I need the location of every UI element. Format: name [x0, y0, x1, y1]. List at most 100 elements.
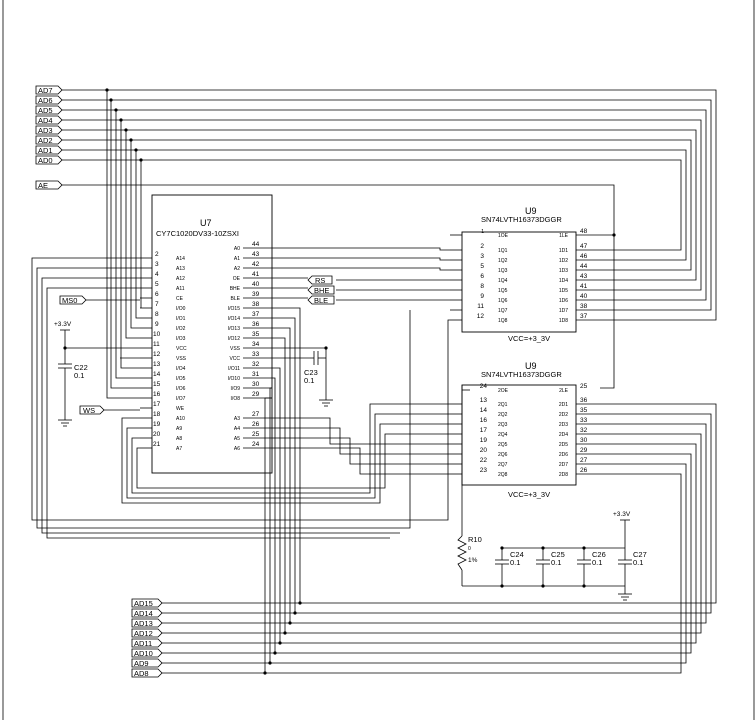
svg-text:A0: A0 — [234, 246, 240, 252]
u9a-pin-stubs — [450, 234, 600, 321]
svg-text:1D2: 1D2 — [559, 258, 568, 264]
port-ad12: AD12 — [131, 628, 163, 638]
svg-text:I/O6: I/O6 — [176, 386, 186, 392]
svg-text:19: 19 — [153, 421, 161, 428]
svg-text:2D6: 2D6 — [559, 452, 568, 458]
svg-text:1Q2: 1Q2 — [498, 258, 508, 264]
svg-text:48: 48 — [580, 228, 588, 235]
svg-text:5: 5 — [155, 281, 159, 288]
svg-text:11: 11 — [477, 303, 484, 310]
u7-part: CY7C1020DV33-10ZSXI — [156, 229, 239, 238]
svg-text:43: 43 — [580, 273, 588, 280]
svg-text:6: 6 — [480, 273, 484, 280]
svg-text:C22: C22 — [74, 363, 88, 372]
svg-text:14: 14 — [153, 371, 161, 378]
svg-text:30: 30 — [580, 437, 588, 444]
svg-text:I/O15: I/O15 — [228, 306, 240, 312]
svg-text:2Q7: 2Q7 — [498, 462, 508, 468]
capacitor-c23: C23 0.1 — [304, 351, 326, 385]
svg-text:2Q6: 2Q6 — [498, 452, 508, 458]
port-ad9: AD9 — [131, 658, 163, 668]
svg-text:1%: 1% — [468, 557, 478, 564]
svg-text:AD15: AD15 — [134, 599, 153, 608]
svg-text:2D4: 2D4 — [559, 432, 568, 438]
svg-text:38: 38 — [580, 303, 588, 310]
svg-text:AD10: AD10 — [134, 649, 153, 658]
svg-text:40: 40 — [580, 293, 588, 300]
svg-text:+3.3V: +3.3V — [613, 511, 631, 518]
svg-text:SN74LVTH16373DGGR: SN74LVTH16373DGGR — [481, 370, 562, 379]
ground-right — [618, 593, 632, 601]
svg-text:1D1: 1D1 — [559, 248, 568, 254]
svg-text:2LE: 2LE — [559, 388, 569, 394]
svg-text:0: 0 — [468, 546, 471, 552]
port-ad7: AD7 — [35, 85, 63, 95]
svg-text:C26: C26 — [592, 550, 606, 559]
svg-text:27: 27 — [252, 411, 260, 418]
svg-text:AD5: AD5 — [38, 106, 53, 115]
svg-text:1D4: 1D4 — [559, 278, 568, 284]
svg-text:18: 18 — [153, 411, 161, 418]
svg-text:I/O12: I/O12 — [228, 336, 240, 342]
svg-text:C27: C27 — [633, 550, 647, 559]
svg-text:AD14: AD14 — [134, 609, 153, 618]
svg-text:40: 40 — [252, 281, 260, 288]
svg-text:VCC=+3_3V: VCC=+3_3V — [508, 334, 550, 343]
svg-text:1D7: 1D7 — [559, 308, 568, 314]
svg-text:A13: A13 — [176, 266, 185, 272]
svg-text:I/O10: I/O10 — [228, 376, 240, 382]
svg-text:VCC=+3_3V: VCC=+3_3V — [508, 490, 550, 499]
svg-text:20: 20 — [480, 447, 488, 454]
u9b-pin-stubs — [450, 403, 600, 475]
svg-text:39: 39 — [252, 291, 260, 298]
svg-text:I/O7: I/O7 — [176, 396, 186, 402]
junction-dots — [63, 88, 616, 675]
svg-text:VSS: VSS — [230, 346, 241, 352]
svg-text:2D5: 2D5 — [559, 442, 568, 448]
svg-text:1LE: 1LE — [559, 233, 569, 239]
svg-text:14: 14 — [480, 407, 488, 414]
svg-text:6: 6 — [155, 291, 159, 298]
power-right: +3.3V — [613, 511, 631, 521]
svg-text:1Q5: 1Q5 — [498, 288, 508, 294]
svg-text:A1: A1 — [234, 256, 240, 262]
svg-text:1Q1: 1Q1 — [498, 248, 508, 254]
svg-text:0.1: 0.1 — [592, 558, 602, 567]
svg-text:A7: A7 — [176, 446, 182, 452]
svg-text:21: 21 — [153, 441, 161, 448]
svg-text:41: 41 — [252, 271, 260, 278]
svg-text:2D8: 2D8 — [559, 472, 568, 478]
svg-text:1OE: 1OE — [498, 233, 509, 239]
port-ad15: AD15 — [131, 598, 163, 608]
svg-text:C25: C25 — [551, 550, 565, 559]
svg-text:1Q7: 1Q7 — [498, 308, 508, 314]
svg-text:0.1: 0.1 — [510, 558, 520, 567]
svg-text:MS0: MS0 — [62, 296, 77, 305]
svg-text:2Q8: 2Q8 — [498, 472, 508, 478]
svg-text:AD3: AD3 — [38, 126, 53, 135]
svg-text:2Q2: 2Q2 — [498, 412, 508, 418]
svg-text:AD7: AD7 — [38, 86, 53, 95]
left-port-flags: AD7 AD6 AD5 AD4 AD3 AD2 AD1 AD0 AE MS0 W… — [35, 85, 105, 415]
svg-text:2: 2 — [480, 243, 484, 250]
ground-c23 — [319, 399, 333, 407]
svg-text:I/O0: I/O0 — [176, 306, 186, 312]
svg-text:AD6: AD6 — [38, 96, 53, 105]
svg-text:AD2: AD2 — [38, 136, 53, 145]
port-ad11: AD11 — [131, 638, 163, 648]
svg-text:4: 4 — [155, 271, 159, 278]
svg-text:VSS: VSS — [176, 356, 187, 362]
svg-text:I/O1: I/O1 — [176, 316, 186, 322]
capacitor-c22: C22 0.1 — [58, 363, 88, 380]
svg-text:1Q4: 1Q4 — [498, 278, 508, 284]
svg-text:AD12: AD12 — [134, 629, 153, 638]
svg-text:BHE: BHE — [230, 286, 241, 292]
svg-text:20: 20 — [153, 431, 161, 438]
svg-text:CE: CE — [176, 296, 184, 302]
svg-text:1Q3: 1Q3 — [498, 268, 508, 274]
svg-text:32: 32 — [580, 427, 588, 434]
svg-text:2Q4: 2Q4 — [498, 432, 508, 438]
svg-text:12: 12 — [153, 351, 161, 358]
